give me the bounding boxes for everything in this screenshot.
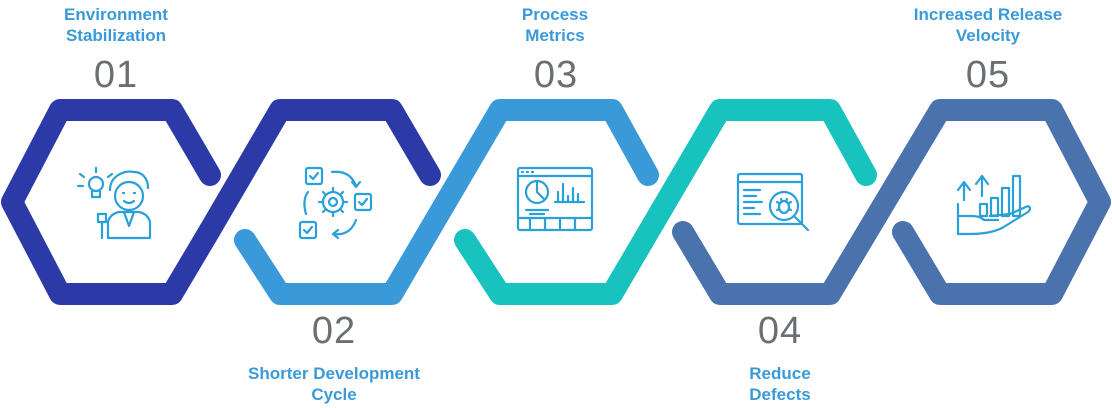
step-1-title: Environment Stabilization (0, 4, 236, 46)
step-1-number: 01 (93, 54, 139, 96)
bug-search-icon (736, 172, 810, 232)
step-5-title: Increased Release Velocity (868, 4, 1108, 46)
step-2-number: 02 (311, 310, 357, 352)
step-5-title-line1: Increased Release (913, 5, 1063, 24)
step-5-title-line2: Velocity (955, 26, 1021, 45)
step-3-title: Process Metrics (435, 4, 675, 46)
hexagon-step-2 (234, 99, 659, 305)
connector-1-2 (199, 99, 441, 241)
step-4-title: Reduce Defects (660, 363, 900, 405)
step-1-title-line1: Environment (64, 5, 168, 24)
dashboard-icon (516, 166, 594, 232)
step-2-title-line1: Shorter Development (248, 364, 420, 383)
hexagon-step-1 (1, 99, 221, 305)
hexagon-step-3 (454, 99, 877, 305)
step-4-number: 04 (757, 310, 803, 352)
step-5-number: 05 (965, 54, 1011, 96)
hexagon-step-4 (672, 99, 1111, 305)
idea-person-icon (76, 166, 152, 240)
growth-chart-hand-icon (956, 174, 1032, 236)
workflow-gear-icon (298, 166, 373, 240)
step-3-title-line1: Process (521, 5, 589, 24)
step-2-title: Shorter Development Cycle (214, 363, 454, 405)
step-3-number: 03 (533, 54, 579, 96)
step-1-title-line2: Stabilization (65, 26, 167, 45)
step-3-title-line2: Metrics (525, 26, 585, 45)
step-2-title-line2: Cycle (311, 385, 357, 404)
step-4-title-line1: Reduce (749, 364, 811, 383)
step-4-title-line2: Defects (749, 385, 811, 404)
